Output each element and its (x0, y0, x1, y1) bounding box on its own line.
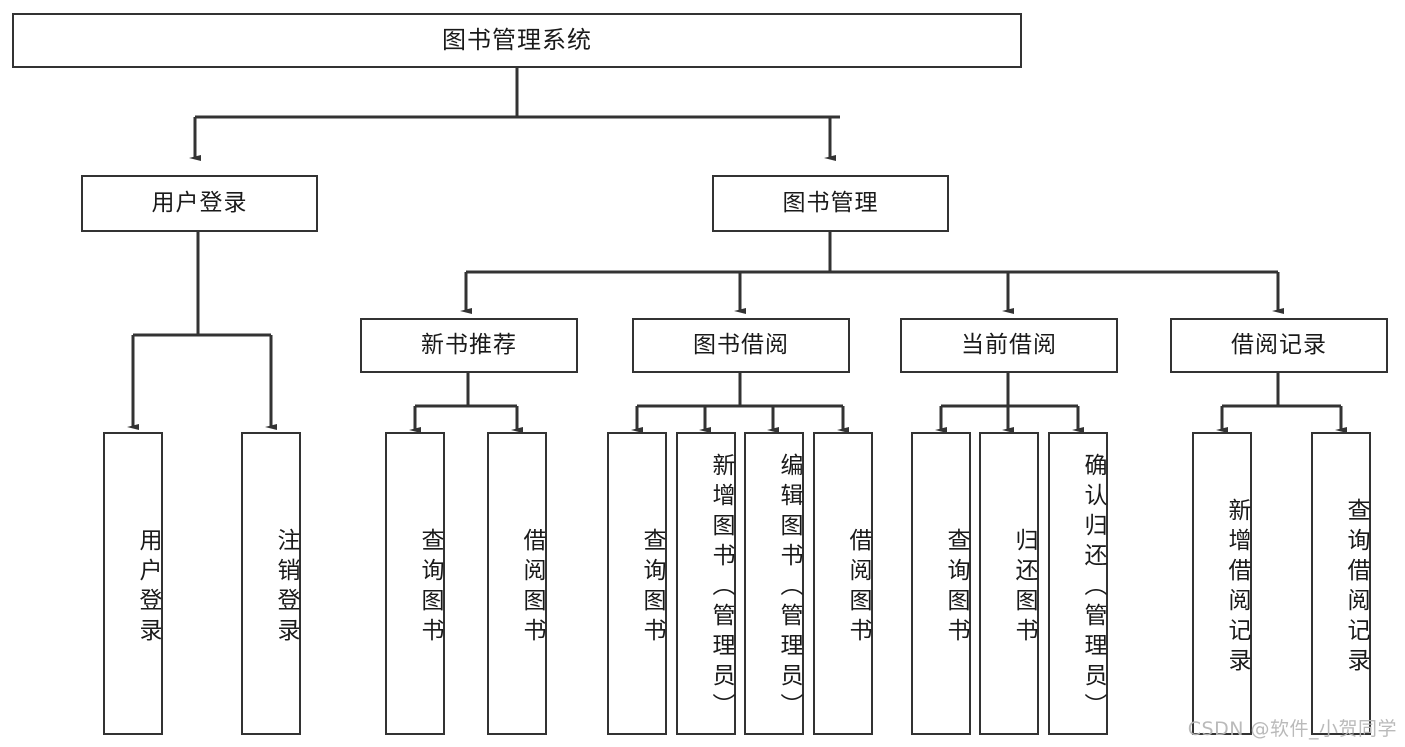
leaf-confirm-return-admin-label: 确认归还（管理员） (1080, 452, 1106, 723)
leaf-edit-book-admin[interactable]: 编辑图书（管理员） (744, 432, 804, 735)
leaf-add-book-admin[interactable]: 新增图书（管理员） (676, 432, 736, 735)
leaf-user-login-label: 用户登录 (135, 527, 161, 648)
leaf-query-book-3[interactable]: 查询图书 (911, 432, 971, 735)
leaf-query-book-1[interactable]: 查询图书 (385, 432, 445, 735)
leaf-edit-book-admin-label: 编辑图书（管理员） (776, 452, 802, 723)
node-book-borrow[interactable]: 图书借阅 (632, 318, 850, 373)
leaf-query-borrow-record[interactable]: 查询借阅记录 (1311, 432, 1371, 735)
leaf-query-borrow-record-label: 查询借阅记录 (1343, 497, 1369, 678)
leaf-confirm-return-admin[interactable]: 确认归还（管理员） (1048, 432, 1108, 735)
leaf-borrow-book-1-label: 借阅图书 (519, 527, 545, 648)
leaf-return-book-label: 归还图书 (1011, 527, 1037, 648)
leaf-logout-label: 注销登录 (273, 527, 299, 648)
node-root-system[interactable]: 图书管理系统 (12, 13, 1022, 68)
leaf-query-book-3-label: 查询图书 (943, 527, 969, 648)
leaf-logout[interactable]: 注销登录 (241, 432, 301, 735)
leaf-user-login[interactable]: 用户登录 (103, 432, 163, 735)
node-borrow-record[interactable]: 借阅记录 (1170, 318, 1388, 373)
leaf-borrow-book-1[interactable]: 借阅图书 (487, 432, 547, 735)
node-book-management[interactable]: 图书管理 (712, 175, 949, 232)
csdn-watermark: CSDN @软件_小贺同学 (1187, 718, 1397, 740)
node-current-borrow[interactable]: 当前借阅 (900, 318, 1118, 373)
leaf-query-book-2-label: 查询图书 (639, 527, 665, 648)
leaf-add-book-admin-label: 新增图书（管理员） (708, 452, 734, 723)
leaf-add-borrow-record[interactable]: 新增借阅记录 (1192, 432, 1252, 735)
leaf-query-book-1-label: 查询图书 (417, 527, 443, 648)
leaf-return-book[interactable]: 归还图书 (979, 432, 1039, 735)
node-new-book-recommend[interactable]: 新书推荐 (360, 318, 578, 373)
node-user-login[interactable]: 用户登录 (81, 175, 318, 232)
leaf-add-borrow-record-label: 新增借阅记录 (1224, 497, 1250, 678)
leaf-query-book-2[interactable]: 查询图书 (607, 432, 667, 735)
leaf-borrow-book-2-label: 借阅图书 (845, 527, 871, 648)
leaf-borrow-book-2[interactable]: 借阅图书 (813, 432, 873, 735)
